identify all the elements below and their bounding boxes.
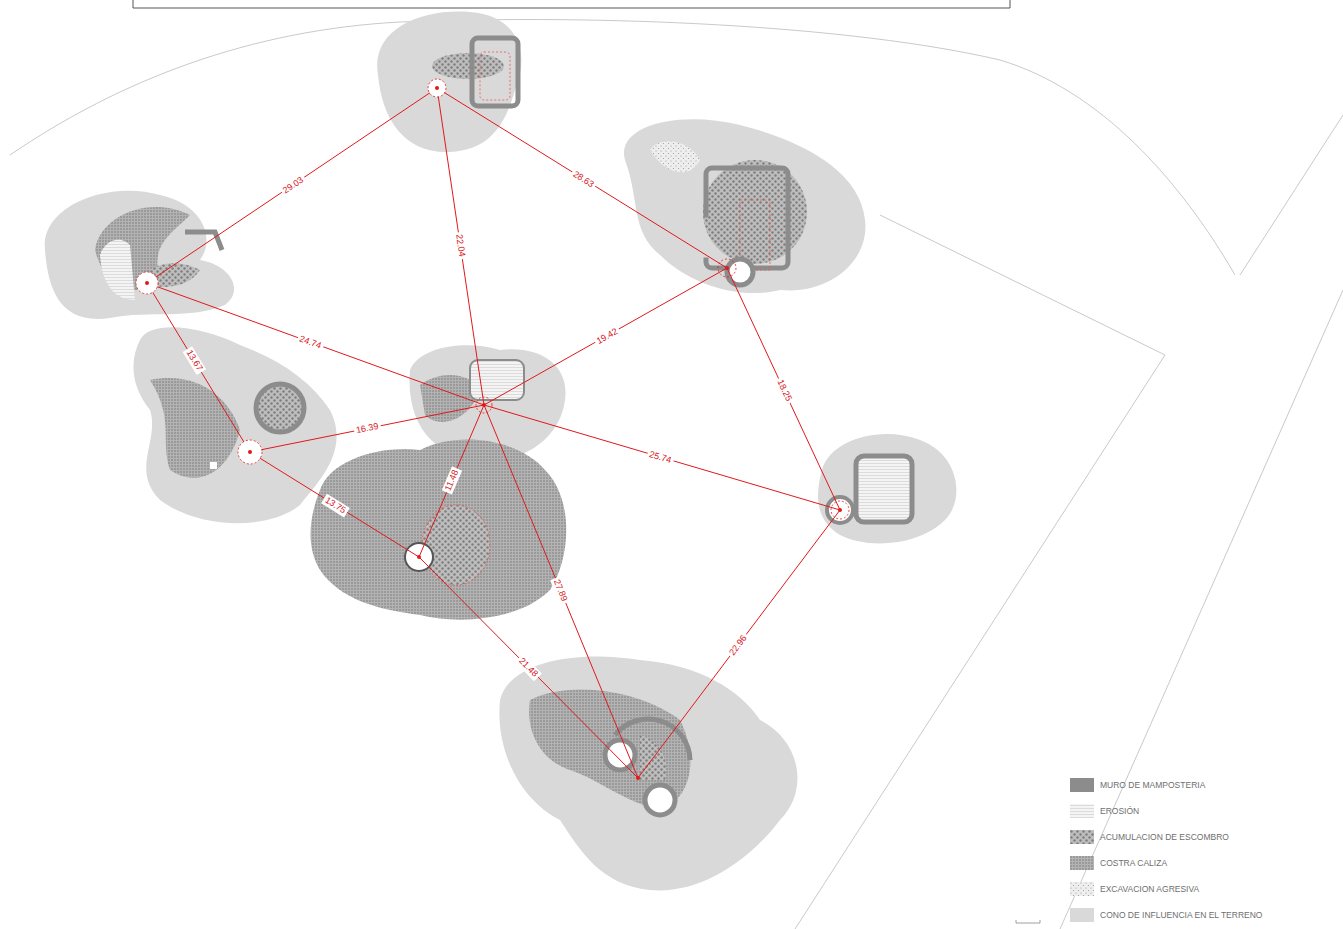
dimension-label: 27.89 xyxy=(550,576,570,605)
legend-row: ACUMULACION DE ESCOMBRO xyxy=(1070,830,1229,844)
legend-row: MURO DE MAMPOSTERIA xyxy=(1070,778,1205,792)
legend-swatch xyxy=(1070,778,1094,792)
dimension-label: 18.25 xyxy=(773,376,794,405)
legend-swatch xyxy=(1070,908,1094,922)
legend-row: COSTRA CALIZA xyxy=(1070,856,1167,870)
legend-row: CONO DE INFLUENCIA EN EL TERRENO xyxy=(1070,908,1262,922)
legend-row: EXCAVACION AGRESIVA xyxy=(1070,882,1199,896)
legend-swatch xyxy=(1070,856,1094,870)
dimension-label: 29.03 xyxy=(279,173,307,197)
legend-text: MURO DE MAMPOSTERIA xyxy=(1100,780,1205,790)
dimension-label: 22.96 xyxy=(726,631,751,659)
legend-swatch xyxy=(1070,882,1094,896)
dimension-label: 19.42 xyxy=(593,325,622,348)
legend-row: EROSIÓN xyxy=(1070,804,1139,818)
dimension-label: 25.74 xyxy=(646,448,675,466)
dimension-label: 22.04 xyxy=(453,231,468,259)
legend-text: EROSIÓN xyxy=(1100,806,1139,816)
legend-text: CONO DE INFLUENCIA EN EL TERRENO xyxy=(1100,910,1262,920)
dimension-label: 24.74 xyxy=(296,332,325,351)
legend-pattern xyxy=(1070,804,1094,818)
legend-pattern xyxy=(1070,830,1094,844)
legend-text: ACUMULACION DE ESCOMBRO xyxy=(1100,832,1229,842)
dimension-label: 28.63 xyxy=(569,167,597,190)
legend-pattern xyxy=(1070,882,1094,896)
legend-text: COSTRA CALIZA xyxy=(1100,858,1167,868)
legend-pattern xyxy=(1070,856,1094,870)
legend-swatch xyxy=(1070,804,1094,818)
legend-swatch xyxy=(1070,830,1094,844)
dimension-label: 16.39 xyxy=(353,420,381,436)
legend-text: EXCAVACION AGRESIVA xyxy=(1100,884,1199,894)
